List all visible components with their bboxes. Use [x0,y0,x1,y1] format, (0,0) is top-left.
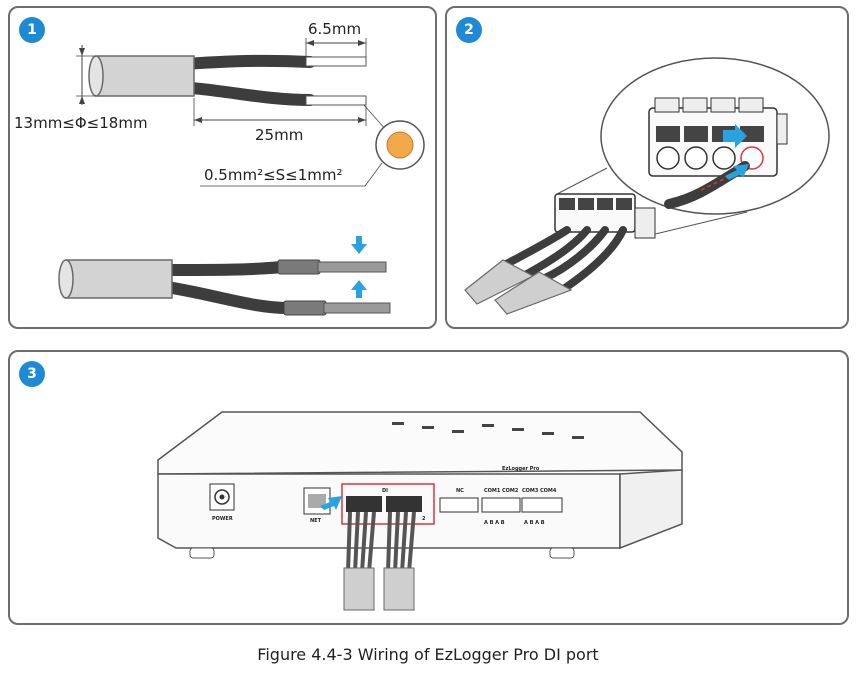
com3-com4-port [521,497,563,513]
upper-wire-bare-conductor [305,56,367,67]
diameter-label: 13mm≤Φ≤18mm [14,114,148,132]
cable-stripping-diagram: 13mm≤Φ≤18mm 6.5mm 25mm 0.5mm²≤S≤1mm² [14,20,425,316]
nc-label: NC [456,488,464,494]
di-cable-sheath-2 [383,567,415,611]
copper-conductor-icon [386,131,414,159]
step-2-panel: 2 [445,6,849,329]
ferrule-1 [277,259,321,275]
net-label: NET [310,518,322,524]
device-side [619,469,683,550]
com3-label: COM3 [522,488,539,494]
com1-com2-port [481,497,521,513]
crimped-wire-2 [154,280,294,314]
di-connector-1 [346,496,382,512]
figure-caption: Figure 4.4-3 Wiring of EzLogger Pro DI p… [257,645,599,664]
cable-sheath [95,55,195,97]
wire-4 [561,226,627,292]
step-1-panel: 1 13mm≤Φ≤18mm 6.5mm 25mm [8,6,437,329]
crimp-arrow-up-icon [351,280,367,298]
indicator-leds [392,422,584,439]
push-arrow-icon [723,124,747,148]
sheath-length-label: 25mm [255,126,303,144]
cable-sheath-b [494,271,573,315]
com34-pin-labels: A B A B [524,520,545,526]
nc-port [439,497,479,513]
ferrule-2 [283,300,327,316]
cable-end [88,55,104,97]
insert-arrow-icon [725,164,749,180]
di-label: DI [382,488,388,494]
di-connector-2 [386,496,422,512]
di-wires [343,511,416,611]
cable-sheath-a [464,259,535,305]
device-top [157,411,683,475]
com4-label: COM4 [540,488,557,494]
wire-2 [523,226,591,278]
magnified-terminal-block [648,97,788,177]
com12-pin-labels: A B A B [484,520,505,526]
step-2-badge: 2 [456,17,482,43]
crimp-arrow-down-icon [351,236,367,254]
wire-3 [541,226,609,282]
strip-length-label: 6.5mm [308,20,361,38]
ezlogger-wiring-diagram: EzLogger Pro POWER NET DI 2 NC COM1 COM2… [157,411,683,611]
insert-arrow-icon [320,496,342,510]
crimped-wire-1 [154,261,288,276]
com1-label: COM1 [484,488,501,494]
cross-section-label: 0.5mm²≤S≤1mm² [204,166,343,184]
step-3-panel: 3 EzLogger Pro POWER NET DI [8,350,849,625]
di-pin-label: 2 [422,516,426,522]
wire-1 [495,226,571,272]
terminal-insertion-diagram [464,57,830,315]
lower-wire-bare-conductor [305,95,367,106]
cable-sheath-bottom [65,259,173,299]
power-label: POWER [212,516,233,522]
step-3-badge: 3 [19,361,45,387]
step-1-badge: 1 [19,17,45,43]
com2-label: COM2 [502,488,519,494]
di-cable-sheath-1 [343,567,375,611]
brand-label: EzLogger Pro [502,466,540,472]
terminal-block [554,193,656,239]
